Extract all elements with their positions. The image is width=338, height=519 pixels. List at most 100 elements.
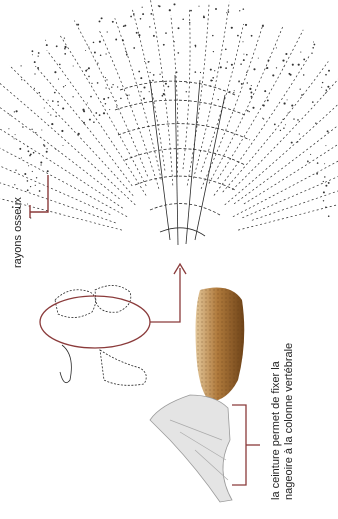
stipple-dot (165, 83, 167, 85)
stipple-dot (249, 88, 251, 90)
stipple-dot (100, 55, 102, 57)
stipple-dot (149, 26, 150, 27)
stipple-dot (200, 72, 201, 73)
stipple-dot (328, 182, 330, 184)
stipple-dot (120, 98, 122, 100)
stipple-dot (212, 77, 214, 79)
stipple-dot (138, 71, 140, 73)
stipple-dot (63, 86, 64, 87)
stipple-dot (33, 152, 35, 154)
stipple-dot (282, 119, 283, 120)
stipple-dot (41, 129, 42, 130)
stipple-dot (316, 173, 318, 175)
stipple-dot (29, 155, 31, 157)
stipple-dot (31, 129, 32, 130)
stipple-dot (57, 101, 59, 103)
stipple-dot (212, 35, 213, 36)
stipple-dot (54, 92, 56, 94)
stipple-dot (46, 44, 48, 46)
stipple-dot (115, 39, 117, 41)
stipple-dot (195, 46, 196, 47)
stipple-dot (218, 99, 219, 100)
stipple-dot (95, 112, 97, 114)
stipple-dot (251, 96, 253, 98)
stipple-dot (250, 92, 252, 94)
stipple-dot (125, 51, 126, 52)
stipple-dot (28, 165, 29, 166)
stipple-dot (65, 85, 66, 86)
stipple-dot (148, 61, 149, 62)
stipple-dot (173, 3, 175, 5)
stipple-dot (262, 25, 264, 27)
stipple-dot (38, 52, 40, 54)
pectoral-fin-photo (150, 288, 244, 502)
stipple-dot (328, 215, 330, 217)
stipple-dot (142, 7, 143, 8)
stipple-dot (300, 89, 301, 90)
stipple-dot (153, 35, 155, 37)
stipple-dot (58, 79, 59, 80)
stipple-dot (34, 88, 35, 89)
bony-ray (9, 65, 133, 196)
stipple-dot (27, 189, 29, 191)
stipple-dot (325, 206, 327, 208)
stipple-dot (64, 37, 65, 38)
bony-ray (60, 35, 146, 186)
stipple-dot (229, 91, 230, 92)
stipple-dot (324, 176, 325, 177)
stipple-dot (30, 186, 31, 187)
stipple-dot (328, 70, 330, 72)
stipple-dot (133, 47, 135, 49)
stipple-dot (283, 66, 284, 67)
stipple-dot (321, 87, 322, 88)
stipple-dot (228, 11, 230, 13)
stipple-dot (58, 105, 59, 106)
stipple-dot (186, 91, 187, 92)
stipple-dot (323, 181, 324, 182)
stipple-dot (163, 44, 165, 46)
stipple-dot (245, 24, 247, 26)
stipple-dot (149, 91, 150, 92)
stipple-dot (276, 47, 277, 48)
stipple-dot (142, 13, 144, 15)
stipple-dot (312, 47, 314, 49)
stipple-dot (243, 8, 245, 10)
bony-ray (74, 21, 147, 177)
stipple-dot (288, 73, 290, 75)
label-girdle-line-2: nageoire à la colonne vertébrale (283, 260, 296, 500)
stipple-dot (136, 32, 138, 34)
stipple-dot (325, 92, 326, 93)
stipple-dot (143, 86, 145, 88)
stipple-dot (126, 54, 128, 56)
stipple-dot (315, 122, 316, 123)
bony-ray (209, 26, 283, 184)
stipple-dot (239, 10, 240, 11)
stipple-dot (163, 93, 165, 95)
stipple-dot (247, 110, 249, 112)
bony-ray (183, 9, 190, 169)
stipple-dot (21, 65, 22, 66)
stipple-dots (8, 3, 330, 218)
stipple-dot (324, 163, 325, 164)
bony-ray (0, 121, 123, 209)
stipple-dot (313, 42, 314, 43)
stipple-dot (195, 71, 197, 73)
stipple-dot (233, 92, 234, 93)
stipple-dot (287, 99, 288, 100)
stipple-dot (44, 107, 45, 108)
stipple-dot (105, 77, 106, 78)
stipple-dot (15, 170, 16, 171)
stipple-dot (251, 35, 253, 37)
stipple-dot (19, 148, 21, 150)
stipple-dot (83, 122, 85, 124)
stipple-dot (123, 25, 125, 27)
stipple-dot (40, 164, 41, 165)
stipple-dot (159, 74, 160, 75)
stipple-dot (27, 180, 29, 182)
stipple-dot (238, 80, 240, 82)
stipple-dot (16, 110, 18, 112)
stipple-dot (299, 133, 300, 134)
stipple-dot (129, 95, 130, 96)
stipple-dot (311, 52, 312, 53)
stipple-dot (111, 87, 112, 88)
